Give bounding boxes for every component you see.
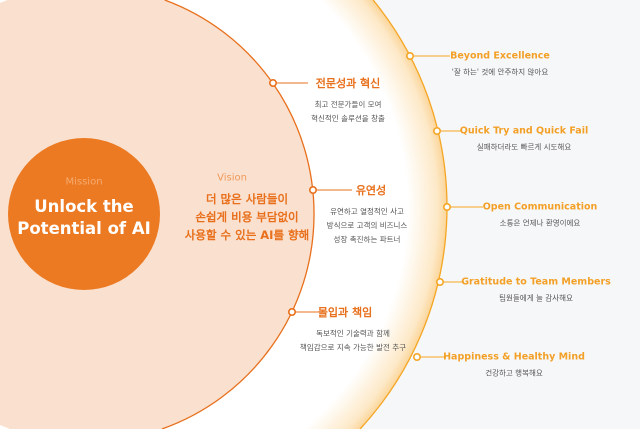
culture-dot xyxy=(442,203,451,212)
culture-dot xyxy=(405,51,414,60)
value-title: 유연성 xyxy=(355,184,387,197)
culture-title: Quick Try and Quick Fail xyxy=(459,125,589,137)
value-desc-line: 혁신적인 솔루션을 창출 xyxy=(311,114,385,123)
culture-desc: 소통은 언제나 환영이에요 xyxy=(499,218,581,228)
culture-title: Gratitude to Team Members xyxy=(461,276,611,288)
vision-label: Vision xyxy=(217,172,247,184)
culture-desc: 실패하더라도 빠르게 시도해요 xyxy=(476,142,572,152)
value-connectors xyxy=(273,82,352,313)
value-desc-line: 성장 촉진하는 파트너 xyxy=(333,235,401,244)
culture-desc: 팀원들에게 늘 감사해요 xyxy=(499,293,573,303)
vision-line: 사용할 수 있는 AI를 향해 xyxy=(184,228,310,242)
value-desc-line: 책임감으로 지속 가능한 발전 추구 xyxy=(299,343,407,352)
culture-dot xyxy=(435,277,444,286)
mission-label: Mission xyxy=(65,176,103,188)
culture-desc: 건강하고 행복해요 xyxy=(485,368,543,378)
values-ring xyxy=(161,0,315,429)
value-desc: 최고 전문가들이 모여 혁신적인 솔루션을 창출 xyxy=(311,98,385,126)
vision-statement: 더 많은 사람들이 손쉽게 비용 부담없이 사용할 수 있는 AI를 향해 xyxy=(185,190,309,244)
mission-circle xyxy=(8,138,160,290)
value-dot xyxy=(268,79,277,88)
value-dot xyxy=(308,186,317,195)
value-desc-line: 방식으로 고객의 비즈니스 xyxy=(326,221,408,230)
vision-line: 손쉽게 비용 부담없이 xyxy=(195,210,299,224)
value-desc: 유연하고 열정적인 사고 방식으로 고객의 비즈니스 성장 촉진하는 파트너 xyxy=(327,205,408,247)
culture-dot xyxy=(432,127,441,136)
value-dot xyxy=(287,307,296,316)
mission-title: Unlock the Potential of AI xyxy=(17,196,151,240)
culture-title: Happiness & Healthy Mind xyxy=(443,351,585,363)
culture-desc: '잘 하는' 것에 안주하지 않아요 xyxy=(451,67,549,77)
mission-title-line: Unlock the xyxy=(34,197,134,216)
mission-title-line: Potential of AI xyxy=(17,219,151,238)
culture-title: Open Communication xyxy=(482,201,598,213)
value-title: 몰입과 책임 xyxy=(317,306,373,319)
value-desc-line: 최고 전문가들이 모여 xyxy=(314,100,382,109)
value-title: 전문성과 혁신 xyxy=(315,77,381,90)
culture-title: Beyond Excellence xyxy=(450,50,550,62)
value-desc-line: 유연하고 열정적인 사고 xyxy=(330,207,404,216)
vision-line: 더 많은 사람들이 xyxy=(205,192,289,206)
culture-connectors xyxy=(410,55,483,358)
value-desc-line: 독보적인 기술력과 함께 xyxy=(316,329,390,338)
value-desc: 독보적인 기술력과 함께 책임감으로 지속 가능한 발전 추구 xyxy=(300,327,406,355)
culture-dot xyxy=(412,352,421,361)
